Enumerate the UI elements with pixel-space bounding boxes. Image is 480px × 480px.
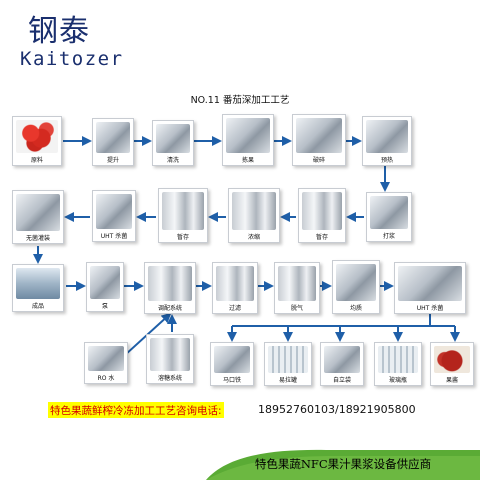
process-step-preheating: 预热 [362,116,412,166]
banner-text: 特色果蔬NFC果汁果浆设备供应商 [254,457,432,471]
step-label: 打浆 [382,233,395,240]
process-step-ro-water: RO 水 [84,342,128,384]
evaporator-photo [232,192,276,230]
step-label: 破碎 [312,157,325,164]
mixing-system-photo [148,266,192,301]
process-step-storage-2: 暂存 [298,188,346,243]
step-label: 拣果 [241,157,254,164]
process-step-pulping: 打浆 [366,192,412,242]
step-label: 脱气 [290,305,303,312]
pump-photo [90,266,120,299]
process-step-finished-product: 成品 [12,264,64,312]
deaerator-photo [278,266,316,301]
step-label: 清洗 [166,157,179,164]
aseptic-filler-photo [16,194,60,231]
step-label: 提升 [106,157,119,164]
process-step-mixing-system: 调配系统 [144,262,196,314]
glass-bottle-filler-photo [378,346,418,373]
process-step-concentration: 浓缩 [228,188,280,243]
step-label: 预热 [380,157,393,164]
process-step-storage-1: 暂存 [158,188,208,243]
step-label: 自立袋 [332,377,351,384]
step-label: 易拉罐 [278,377,297,384]
process-step-sugar-dissolving: 溶糖系统 [146,334,194,384]
sorting-photo [226,118,270,153]
step-label: 暂存 [315,234,328,241]
filling-option-glass-bottle: 玻璃瓶 [374,342,422,386]
step-label: 果酱 [445,377,458,384]
process-step-degassing: 脱气 [274,262,320,314]
preheater-photo [366,120,408,153]
filling-option-easy-open-can: 易拉罐 [264,342,312,386]
step-label: 玻璃瓶 [388,377,407,384]
filling-option-tin-can: 马口铁 [210,342,254,386]
jam-photo [434,346,470,373]
step-label: UHT 杀菌 [100,233,128,240]
step-label: UHT 杀菌 [416,305,444,312]
process-step-filtering: 过滤 [212,262,258,314]
step-label: 调配系统 [157,305,182,312]
step-label: 浓缩 [247,234,260,241]
process-step-aseptic-filling: 无菌灌装 [12,190,64,244]
ro-water-photo [88,346,124,371]
process-step-uht-2: UHT 杀菌 [394,262,466,314]
step-label: 溶糖系统 [157,375,182,382]
banner-swoosh [206,449,480,480]
sugar-dissolving-photo [150,338,190,371]
step-label: 均质 [349,305,362,312]
supplier-banner: 特色果蔬NFC果汁果浆设备供应商 [206,447,480,480]
process-step-pump: 泵 [86,262,124,312]
product-jam: 果酱 [430,342,474,386]
crusher-photo [296,118,342,153]
process-step-uht-1: UHT 杀菌 [92,190,136,242]
consultation-hotline-label: 特色果蔬鲜榨冷冻加工工艺咨询电话: [48,402,224,418]
tomato-photo [16,120,58,153]
step-label: 暂存 [176,234,189,241]
filling-option-stand-up-pouch: 自立袋 [320,342,364,386]
brand-logo-chinese: 钢泰 [28,14,90,49]
step-label: RO 水 [97,375,115,382]
diagram-title: NO.11 番茄深加工工艺 [190,95,290,106]
step-label: 泵 [101,303,108,310]
process-step-raw-material: 原料 [12,116,62,166]
tin-can-filler-photo [214,346,250,373]
filter-photo [216,266,254,301]
process-step-homogenizing: 均质 [332,260,380,314]
storage-tank-photo [302,192,342,230]
process-step-crushing: 破碎 [292,114,346,166]
consultation-phone-numbers: 18952760103/18921905800 [258,403,416,416]
pulper-photo [370,196,408,229]
storage-tank-photo [162,192,204,230]
process-step-washing: 清洗 [152,120,194,166]
step-label: 成品 [31,303,44,310]
process-step-sorting: 拣果 [222,114,274,166]
homogenizer-photo [336,264,376,301]
step-label: 无菌灌装 [25,235,50,242]
pouch-filler-photo [324,346,360,373]
step-label: 原料 [30,157,43,164]
brand-logo-english: Kaitozer [20,48,124,70]
washer-photo [156,124,190,153]
uht-photo [96,194,132,229]
elevator-photo [96,122,130,153]
drums-photo [16,268,60,299]
process-step-elevator: 提升 [92,118,134,166]
uht-photo [398,266,462,301]
can-filler-photo [268,346,308,373]
step-label: 马口铁 [222,377,241,384]
step-label: 过滤 [228,305,241,312]
